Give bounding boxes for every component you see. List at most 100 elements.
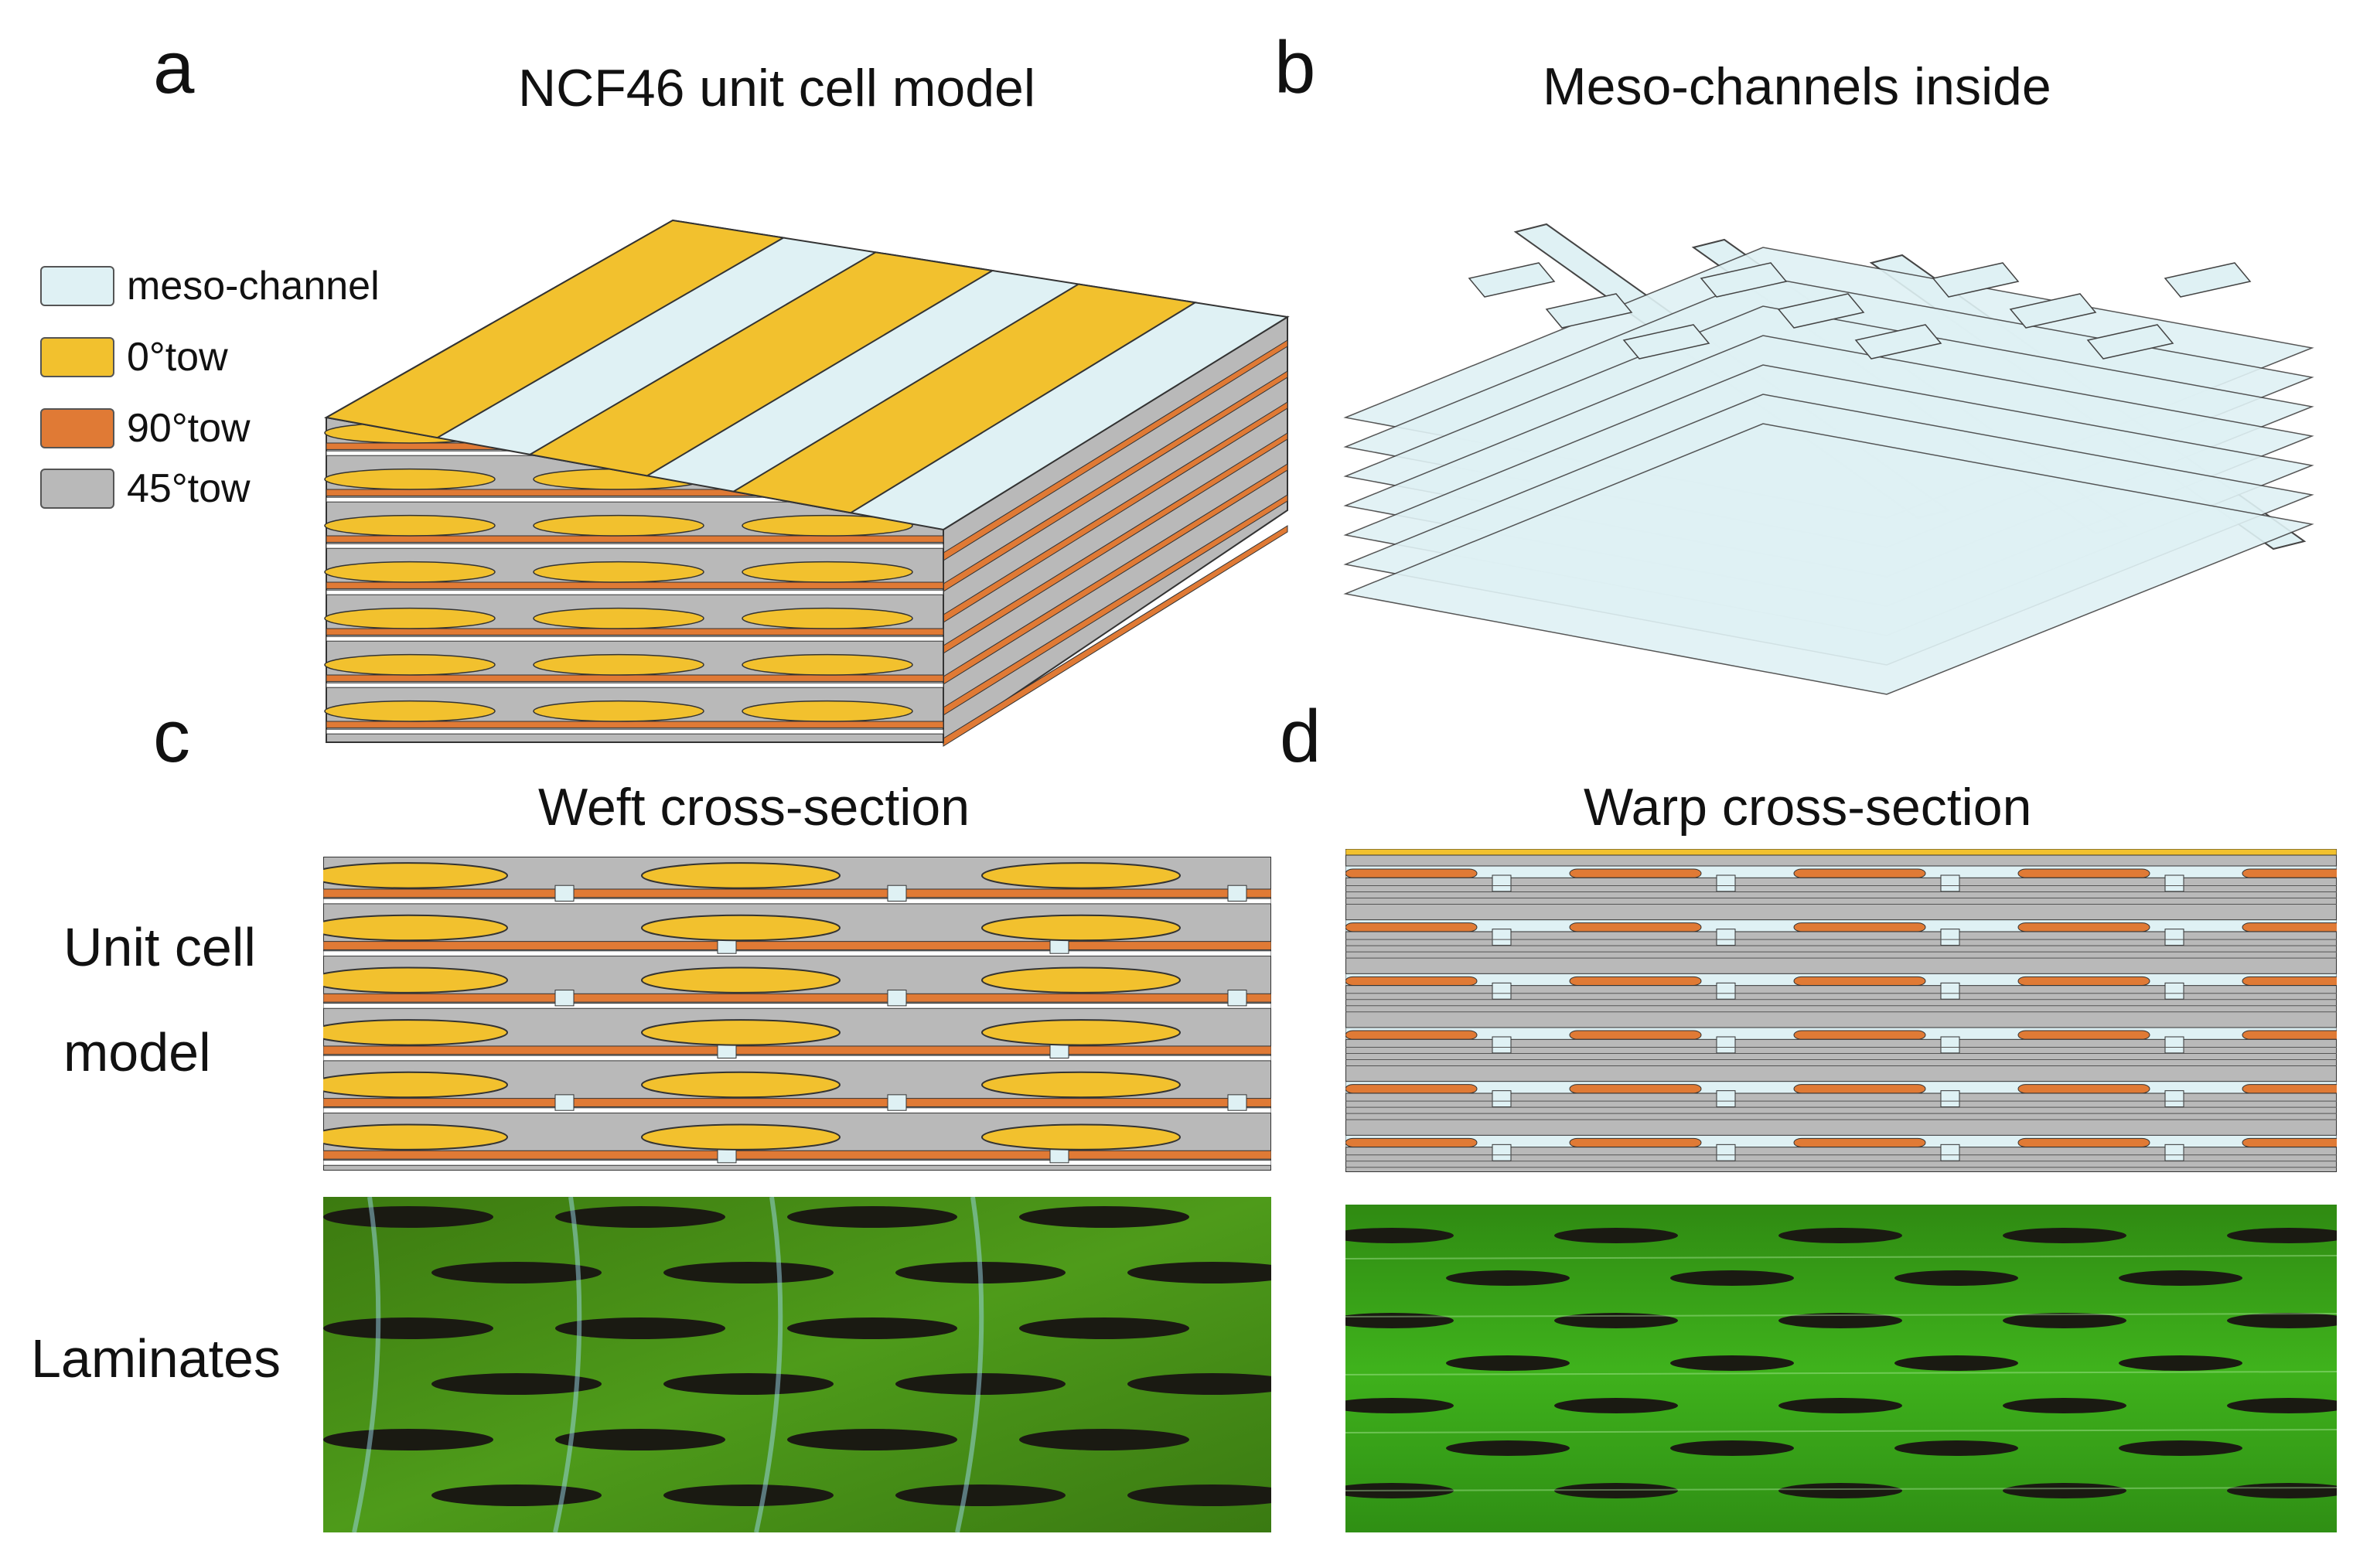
legend-item-45-tow: 45°tow — [40, 466, 251, 511]
legend-label: meso-channel — [127, 264, 380, 308]
meso-channel-gap — [1716, 1036, 1736, 1054]
laminate-tow — [431, 1484, 602, 1506]
laminate-tow — [555, 1206, 725, 1228]
meso-channel-layer — [1343, 423, 2314, 695]
tow-0-ellipse — [324, 607, 496, 629]
laminate-tow — [1019, 1206, 1189, 1228]
panel-letter-d: d — [1280, 695, 1321, 778]
laminate-tow — [1894, 1440, 2018, 1456]
tow-90-segment — [1793, 976, 1926, 986]
laminate-tow — [1670, 1440, 1794, 1456]
weft-cross-section-model — [323, 857, 1271, 1171]
tow-90-segment — [1793, 868, 1926, 878]
meso-channel-gap — [2164, 874, 2184, 892]
panel-title-b: Meso-channels inside — [1543, 57, 2051, 116]
tow-90-band — [323, 1150, 1271, 1160]
ply-line — [1345, 1429, 2337, 1433]
ply-line — [1345, 1487, 2337, 1491]
weft-laminate-photo — [323, 1197, 1271, 1532]
tow-90-segment — [2017, 976, 2150, 986]
meso-channel-gap — [2164, 982, 2184, 1000]
laminate-tow — [323, 1206, 493, 1228]
laminate-tow — [2119, 1440, 2242, 1456]
tow-0-ellipse — [981, 862, 1181, 889]
laminate-tow — [1345, 1313, 1454, 1328]
laminate-tow — [2119, 1270, 2242, 1286]
meso-channel-gap — [1940, 929, 1960, 946]
layer-separator — [323, 950, 1271, 957]
tow-90-band — [326, 628, 944, 636]
tow-90-segment — [1345, 1030, 1478, 1040]
tow-90-segment — [2242, 976, 2337, 986]
laminate-tow — [663, 1484, 834, 1506]
meso-channel-gap — [1492, 1036, 1512, 1054]
meso-channel-network — [1343, 223, 2314, 695]
laminate-tow — [787, 1429, 957, 1450]
meso-channel-gap — [1716, 929, 1736, 946]
laminate-tow — [2227, 1398, 2337, 1413]
meso-channel-gap — [1940, 982, 1960, 1000]
meso-channel-gap — [1492, 929, 1512, 946]
legend-label: 90°tow — [127, 406, 251, 451]
meso-channel-gap — [1940, 1036, 1960, 1054]
laminate-tow — [1345, 1228, 1454, 1243]
tow-0-ellipse — [742, 561, 913, 583]
layer-separator — [326, 636, 944, 642]
laminate-tow — [1554, 1483, 1678, 1498]
tow-90-segment — [2017, 1084, 2150, 1094]
laminate-tow — [1446, 1355, 1570, 1371]
warp-laminate-photo — [1345, 1205, 2337, 1532]
tow-0-ellipse — [641, 1019, 841, 1046]
tow-0-ellipse — [981, 1123, 1181, 1150]
legend-label: 45°tow — [127, 466, 251, 511]
layer-separator — [323, 1002, 1271, 1009]
unit-cell-3d-model — [324, 219, 1290, 747]
row-label-model: model — [63, 1022, 211, 1082]
tow-90-segment — [1345, 868, 1478, 878]
laminate-tow — [555, 1429, 725, 1450]
tow-0-ellipse — [641, 966, 841, 994]
meso-channel-weft — [1932, 262, 2020, 298]
panel-letter-b: b — [1274, 26, 1316, 109]
tow-90-segment — [1793, 922, 1926, 932]
unit-cell-side-face — [943, 315, 1288, 747]
laminate-tow — [1894, 1355, 2018, 1371]
tow-0-ellipse — [324, 700, 496, 722]
laminate-tow — [663, 1373, 834, 1395]
laminate-tow — [2003, 1398, 2126, 1413]
tow-0-ellipse — [324, 514, 496, 537]
tow-0-ellipse — [981, 1071, 1181, 1099]
laminate-tow — [2227, 1483, 2337, 1498]
tow-90-segment — [1793, 1030, 1926, 1040]
tow-0-ellipse — [324, 561, 496, 583]
layer-separator — [326, 682, 944, 688]
laminate-tow — [895, 1484, 1066, 1506]
tow-90-segment — [1569, 1137, 1702, 1147]
panel-letter-a: a — [153, 26, 195, 109]
tow-90-band — [326, 721, 944, 728]
meso-channel-gap — [2164, 1090, 2184, 1108]
tow-0-ellipse — [323, 914, 508, 942]
laminate-tow — [1894, 1270, 2018, 1286]
tow-90-segment — [1569, 1030, 1702, 1040]
tow-90-segment — [2017, 922, 2150, 932]
resin-channel — [352, 1197, 381, 1532]
laminate-tow — [2227, 1228, 2337, 1243]
ply-line — [1345, 1313, 2337, 1317]
laminate-tow — [1345, 1483, 1454, 1498]
tow-90-band — [323, 941, 1271, 950]
ply-line — [1345, 1371, 2337, 1375]
tow-90-segment — [1345, 1137, 1478, 1147]
panel-letter-c: c — [153, 695, 190, 778]
meso-channel-gap — [1716, 1144, 1736, 1161]
meso-channel-gap — [1492, 1090, 1512, 1108]
tow-0-ellipse — [981, 966, 1181, 994]
tow-90-band — [323, 993, 1271, 1003]
meso-channel-weft — [1700, 262, 1788, 298]
meso-channel-gap — [887, 990, 907, 1007]
warp-cross-section-model — [1345, 849, 2337, 1172]
tow-0-ellipse — [742, 653, 913, 676]
meso-channel-gap — [1940, 1090, 1960, 1108]
laminate-tow — [1019, 1317, 1189, 1339]
tow-90-segment — [1345, 1084, 1478, 1094]
